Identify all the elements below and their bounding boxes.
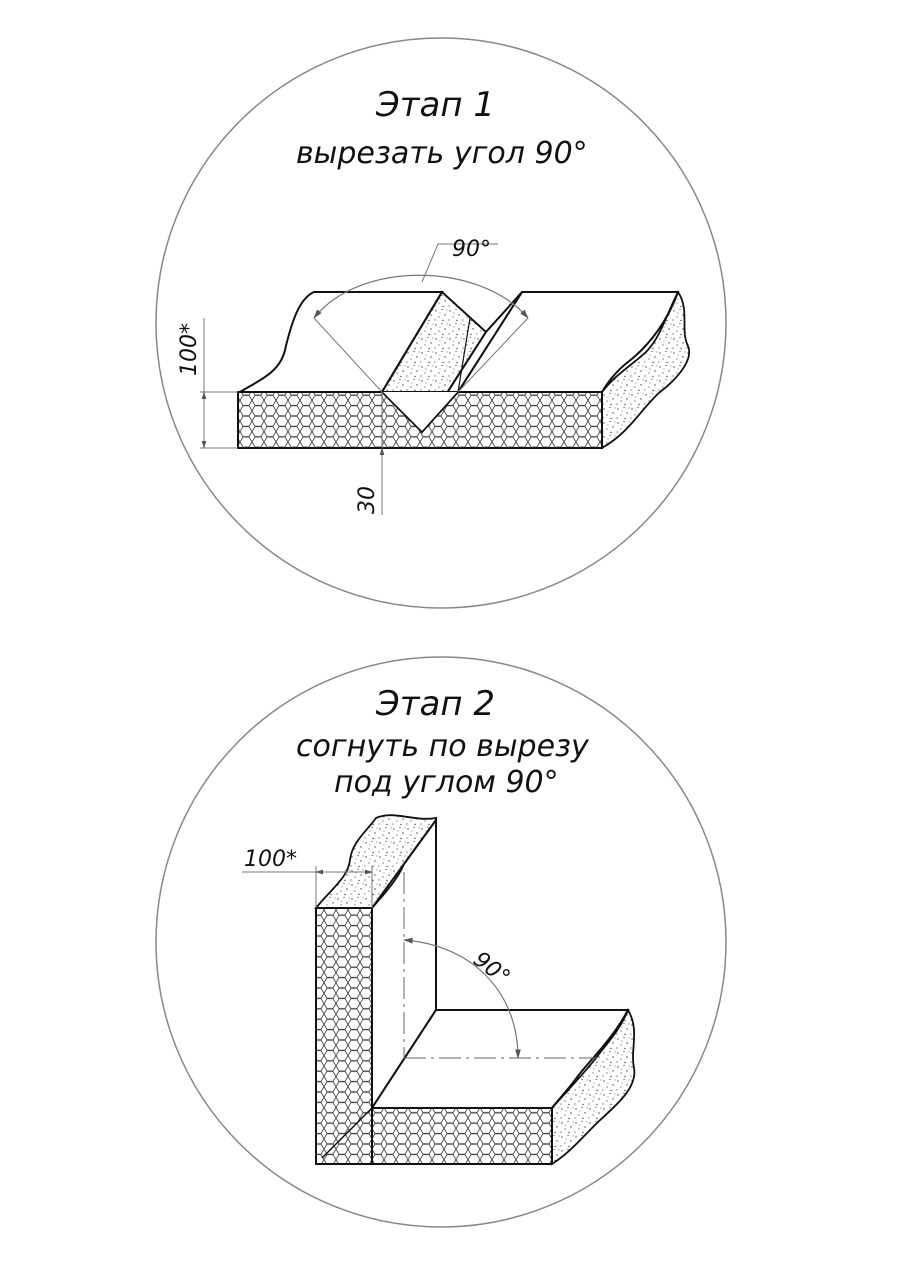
stage-1-diagram: Этап 1 вырезать угол 90° 90° 100* 30 (155, 37, 727, 609)
stage-1-circle (155, 37, 727, 609)
stage-2-vertical-front-face (315, 907, 373, 1165)
stage-2-subtitle-line-1: согнуть по вырезу (296, 729, 590, 764)
stage-1-subtitle: вырезать угол 90° (296, 136, 588, 171)
stage-2-angle-label: 90° (468, 947, 514, 991)
stage-2-diagram: Этап 2 согнуть по вырезу под углом 90° 9… (155, 656, 727, 1228)
stage-2-fold-line (321, 1107, 373, 1159)
stage-2-angle-arc (403, 937, 521, 1059)
stage-2-horizontal-front-face (371, 1107, 553, 1165)
stage-1-right-end (601, 290, 691, 450)
stage-2-top-end (314, 814, 437, 909)
stage-1-thickness-label: 100* (177, 323, 202, 376)
stage-1-angle-label: 90° (452, 237, 491, 262)
stage-2-right-end (551, 1007, 636, 1166)
stage-1-title: Этап 1 (375, 85, 495, 125)
stage-2-thickness-label: 100* (244, 847, 297, 872)
stage-1-angle-ext-left (313, 317, 383, 393)
stage-1-angle-ext-right (457, 317, 529, 393)
stage-1-angle-leader (421, 243, 498, 283)
stage-2-title: Этап 2 (375, 684, 495, 724)
stage-2-subtitle-line-2: под углом 90° (334, 765, 559, 800)
stage-1-cut-edge (457, 317, 471, 393)
stage-2-circle (155, 656, 727, 1228)
stage-1-front-notch (381, 391, 459, 434)
stage-1-angle-arc (313, 274, 529, 319)
stage-1-depth-label: 30 (355, 486, 380, 514)
